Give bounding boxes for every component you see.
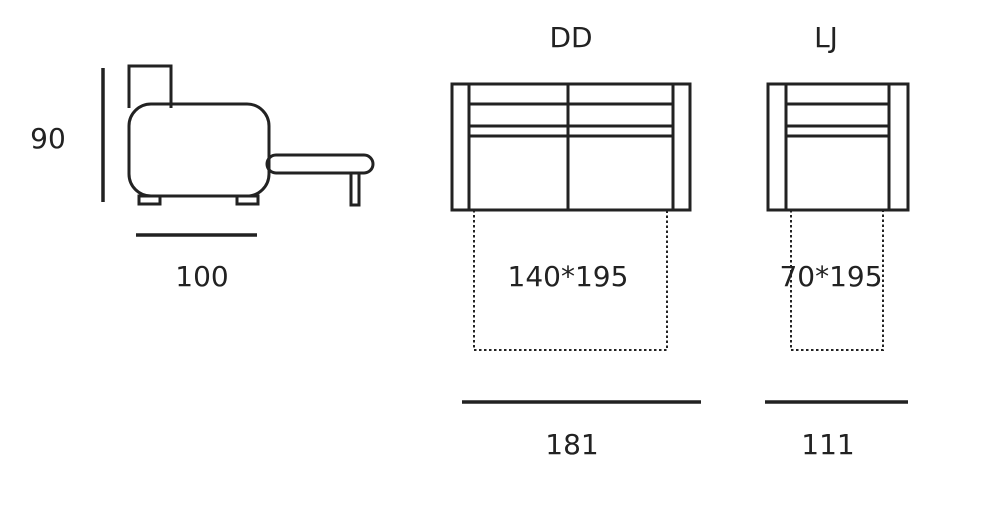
depth-label: 100 [175,260,228,293]
dd-width-label: 181 [545,428,598,461]
bed-extension [265,153,375,175]
dd-bed-size-label: 140*195 [508,260,629,293]
lj-sofa-outline [766,82,910,212]
lj-width-label: 111 [801,428,854,461]
dd-bed-outline [473,210,668,351]
model-lj-code: LJ [814,21,838,54]
height-label: 90 [30,122,66,155]
side-view: 90 100 [30,64,375,293]
lj-bed-size-label: 70*195 [779,260,882,293]
sofa-foot-back [235,194,260,206]
bed-leg [349,173,361,207]
model-lj-view: LJ 70*195 111 [765,21,910,461]
sofa-backrest [127,64,173,108]
dd-sofa-outline [450,82,692,212]
sofa-seat-body [127,102,271,198]
lj-bed-outline [790,210,884,351]
model-dd-view: DD 140*195 181 [450,21,701,461]
sofa-foot-front [137,194,162,206]
model-dd-code: DD [549,21,592,54]
